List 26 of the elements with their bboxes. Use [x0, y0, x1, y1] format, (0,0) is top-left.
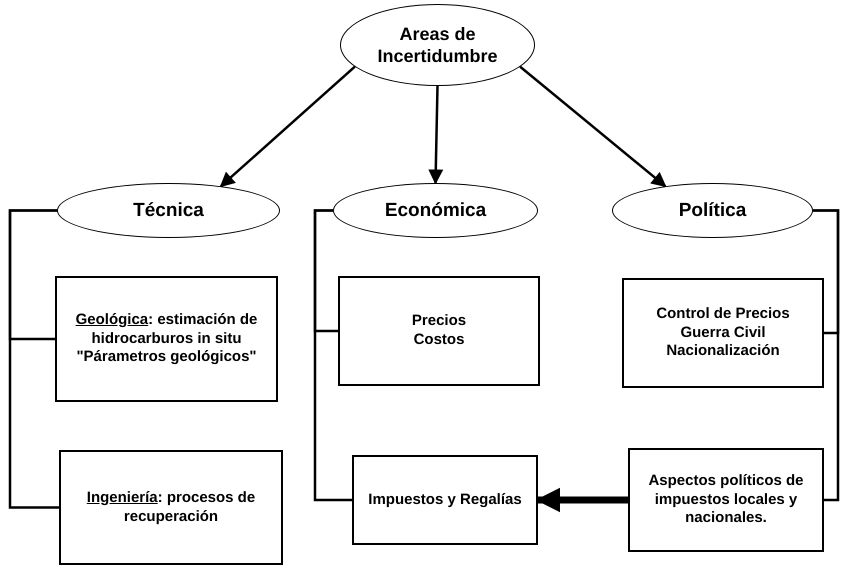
- arrow: [220, 66, 356, 188]
- connector-line: [314, 209, 352, 502]
- topic-box: [628, 448, 824, 552]
- arrow: [519, 66, 666, 188]
- node-text: Geológica: estimación de hidrocarburos in situ: [74, 310, 258, 348]
- node-text: Económica: [384, 198, 486, 222]
- topic-box: [622, 278, 824, 388]
- topic-box: [338, 276, 540, 386]
- topic-box: [59, 450, 283, 565]
- connector-line: [8, 209, 59, 509]
- node-text: "Párametros geológicos": [76, 348, 257, 368]
- node-text: Técnica: [133, 198, 204, 222]
- topic-box: [352, 455, 538, 545]
- node-text: Guerra Civil: [680, 324, 766, 342]
- node-text: Ingeniería: procesos de recuperación: [86, 488, 256, 526]
- node-text: Costos: [414, 331, 464, 350]
- node-text: Areas de Incertidumbre: [376, 22, 499, 68]
- node-text: Política: [678, 198, 746, 222]
- connector-line: [813, 209, 840, 502]
- node-text: Nacionalización: [666, 342, 780, 362]
- node-text: Control de Precios: [656, 304, 790, 324]
- node-text: Precios: [412, 312, 466, 331]
- arrow: [428, 86, 444, 184]
- node-text: Aspectos políticos de impuestos locales y nacionales.: [647, 472, 805, 528]
- node-text: Impuestos y Regalías: [368, 490, 522, 510]
- topic-box: [55, 276, 278, 402]
